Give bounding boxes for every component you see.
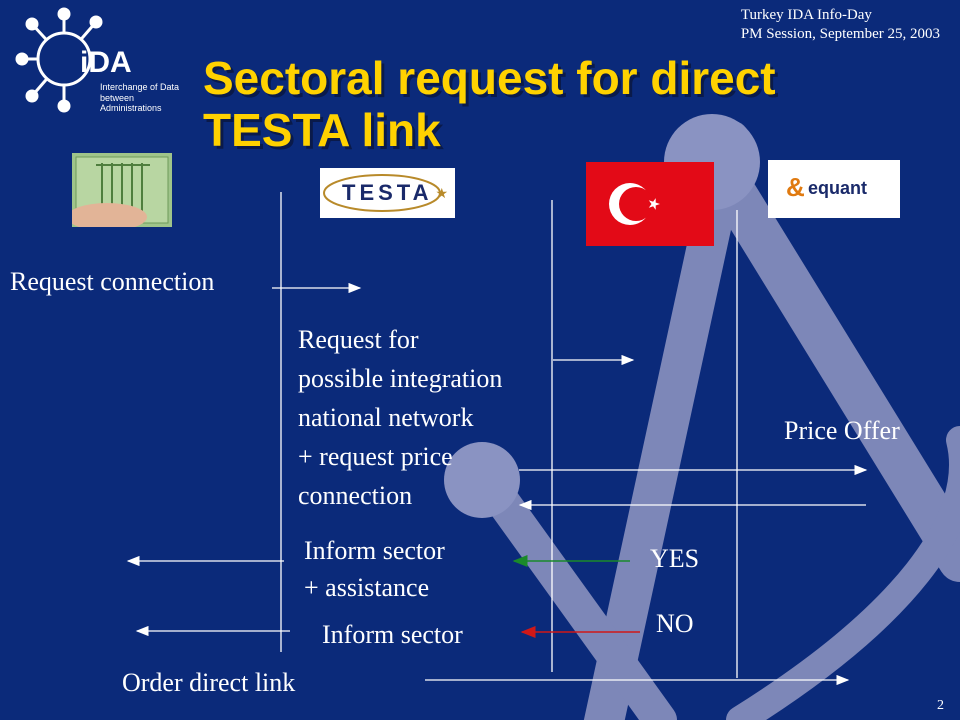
label-inform-sector: Inform sector <box>322 620 463 649</box>
header-event: Turkey IDA Info-Day <box>740 7 872 23</box>
testa-logo: ★ TESTA <box>320 168 455 218</box>
header-info: Turkey IDA Info-Day PM Session, Septembe… <box>741 6 940 44</box>
svg-text:★: ★ <box>435 187 448 202</box>
label-price-offer: Price Offer <box>784 416 900 445</box>
ida-logo-mark: iDA <box>80 46 132 79</box>
header-session: PM Session, September 25, 2003 <box>740 26 940 42</box>
slide-title-line-2: TESTA link <box>203 104 441 156</box>
equant-logo: & equant <box>768 160 900 218</box>
slide-title-line-1: Sectoral request for direct <box>203 52 776 104</box>
equant-logo-text: equant <box>808 178 868 198</box>
page-number: 2 <box>937 698 944 713</box>
equant-logo-icon: & <box>786 172 805 202</box>
slide-title: Sectoral request for direct TESTA link <box>203 52 776 156</box>
turkey-flag <box>586 162 714 246</box>
ida-logo-tagline-2: between Administrations <box>100 93 162 113</box>
label-request-integration: Request for possible integration nationa… <box>298 320 502 515</box>
euro-banknote-image <box>72 153 172 227</box>
label-inform-assistance-line-1: Inform sector <box>304 536 445 565</box>
label-yes: YES <box>650 544 700 573</box>
ida-logo: iDA Interchange of Data between Administ… <box>10 4 192 114</box>
label-request-connection: Request connection <box>10 267 215 296</box>
label-request-integration-line-2: possible integration <box>298 364 503 393</box>
ida-logo-mark-icon <box>15 7 103 113</box>
label-request-integration-line-4: + request price <box>298 442 453 471</box>
testa-logo-text: TESTA <box>342 180 433 205</box>
label-request-integration-line-1: Request for <box>298 325 419 354</box>
label-order-direct-link: Order direct link <box>122 668 296 697</box>
label-request-integration-line-3: national network <box>298 403 474 432</box>
label-inform-assistance: Inform sector + assistance <box>304 532 445 606</box>
label-inform-assistance-line-2: + assistance <box>304 573 430 602</box>
label-no: NO <box>656 609 694 638</box>
ida-logo-tagline-1: Interchange of Data <box>100 82 180 92</box>
label-request-integration-line-5: connection <box>298 481 413 510</box>
